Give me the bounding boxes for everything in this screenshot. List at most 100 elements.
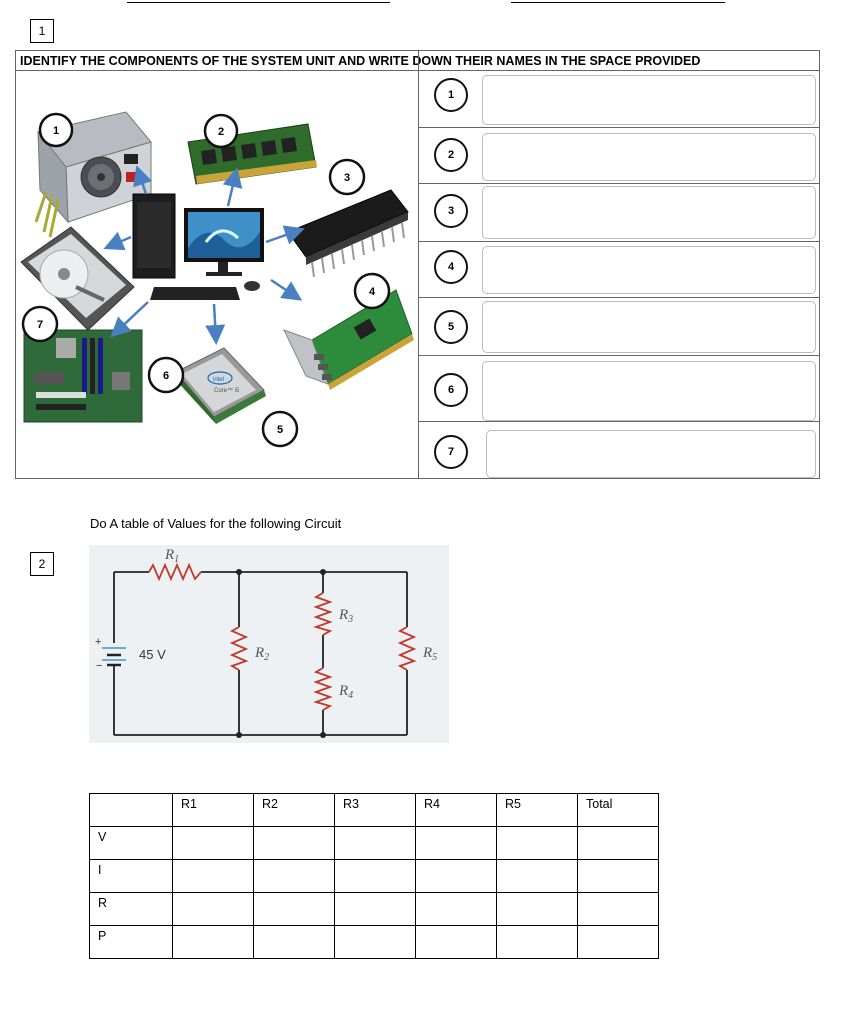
svg-text:7: 7: [37, 319, 43, 331]
circuit-wires: [113, 571, 408, 736]
values-table: R1 R2 R3 R4 R5 Total V I R P: [89, 793, 659, 959]
worksheet-divider: [418, 51, 419, 478]
table-header-cell: Total: [577, 793, 659, 827]
illustration-label-3: 3: [328, 158, 366, 196]
battery-symbol: [102, 647, 126, 667]
r2-label: R2: [254, 645, 269, 663]
source-voltage-label: 45 V: [139, 647, 166, 662]
resistor-r5: [397, 626, 417, 671]
table-cell[interactable]: [577, 892, 659, 926]
component-worksheet: IDENTIFY THE COMPONENTS OF THE SYSTEM UN…: [15, 50, 820, 479]
svg-text:4: 4: [369, 286, 376, 298]
answer-label-1: 1: [434, 78, 468, 112]
illustration-label-7: 7: [21, 305, 59, 343]
svg-text:5: 5: [277, 424, 283, 436]
table-header-cell: R5: [496, 793, 578, 827]
answer-box-4[interactable]: [482, 246, 816, 294]
table-row: V: [89, 826, 659, 860]
row-separator: [419, 241, 819, 242]
table-row: P: [89, 925, 659, 959]
name-line-right: [511, 2, 725, 3]
answer-box-3[interactable]: [482, 186, 816, 239]
pci-card-image: [283, 289, 414, 390]
answer-box-2[interactable]: [482, 133, 816, 181]
cpu-brand-text: intel: [213, 377, 224, 383]
arrows: [103, 165, 305, 345]
name-line-left: [127, 2, 390, 3]
r5-label: R5: [422, 645, 437, 663]
svg-text:6: 6: [163, 370, 169, 382]
table-cell[interactable]: [415, 925, 497, 959]
row-separator: [419, 355, 819, 356]
table-cell[interactable]: [253, 859, 335, 893]
question-2-number: 2: [30, 552, 54, 576]
table-cell[interactable]: [496, 826, 578, 860]
battery-minus: −: [96, 660, 102, 672]
svg-text:1: 1: [53, 125, 59, 137]
row-label: R: [89, 892, 173, 926]
row-separator: [419, 127, 819, 128]
table-row: R: [89, 892, 659, 926]
resistor-r2: [229, 626, 249, 671]
row-label: P: [89, 925, 173, 959]
r1-label: R1: [164, 547, 179, 565]
illustration-label-5: 5: [261, 410, 299, 448]
battery-plus: +: [95, 636, 101, 648]
answer-label-7: 7: [434, 435, 468, 469]
table-cell[interactable]: [253, 826, 335, 860]
table-cell[interactable]: [172, 892, 254, 926]
table-cell[interactable]: [253, 892, 335, 926]
row-separator: [419, 183, 819, 184]
table-cell[interactable]: [334, 859, 416, 893]
svg-text:2: 2: [218, 126, 224, 138]
table-cell[interactable]: [415, 859, 497, 893]
motherboard-image: [23, 329, 143, 423]
question-1-number: 1: [30, 19, 54, 43]
ic-chip-image: [287, 189, 409, 278]
junction-dots: [236, 569, 326, 738]
answer-label-2: 2: [434, 138, 468, 172]
answer-label-6: 6: [434, 373, 468, 407]
table-cell[interactable]: [577, 826, 659, 860]
answer-label-3: 3: [434, 194, 468, 228]
cpu-image: intel Core™ i5: [174, 347, 266, 424]
table-cell[interactable]: [334, 826, 416, 860]
table-cell[interactable]: [172, 826, 254, 860]
svg-text:3: 3: [344, 172, 350, 184]
answer-label-4: 4: [434, 250, 468, 284]
table-header-cell: R2: [253, 793, 335, 827]
answer-box-6[interactable]: [482, 361, 816, 421]
illustration-label-2: 2: [203, 113, 239, 149]
table-cell[interactable]: [334, 892, 416, 926]
hard-drive-image: [20, 226, 135, 331]
table-cell[interactable]: [496, 859, 578, 893]
table-cell[interactable]: [253, 925, 335, 959]
table-cell[interactable]: [577, 925, 659, 959]
cpu-model-text: Core™ i5: [214, 387, 240, 394]
answer-box-1[interactable]: [482, 75, 816, 125]
table-cell[interactable]: [172, 859, 254, 893]
table-cell[interactable]: [334, 925, 416, 959]
row-label: I: [89, 859, 173, 893]
table-cell[interactable]: [496, 925, 578, 959]
table-header-row: R1 R2 R3 R4 R5 Total: [89, 793, 659, 827]
worksheet-title: IDENTIFY THE COMPONENTS OF THE SYSTEM UN…: [16, 51, 819, 71]
desktop-computer-image: [132, 193, 264, 300]
table-row: I: [89, 859, 659, 893]
answer-label-5: 5: [434, 310, 468, 344]
table-cell[interactable]: [496, 892, 578, 926]
resistor-r4: [313, 667, 333, 711]
table-cell[interactable]: [172, 925, 254, 959]
r3-label: R3: [338, 607, 353, 625]
table-cell[interactable]: [415, 826, 497, 860]
answer-box-7[interactable]: [486, 430, 816, 478]
resistor-r3: [313, 592, 333, 636]
illustration-label-4: 4: [353, 272, 391, 310]
illustration-label-6: 6: [147, 356, 185, 394]
table-cell[interactable]: [415, 892, 497, 926]
table-header-cell: R4: [415, 793, 497, 827]
table-cell[interactable]: [577, 859, 659, 893]
answer-box-5[interactable]: [482, 301, 816, 353]
row-separator: [419, 297, 819, 298]
question-2-heading: Do A table of Values for the following C…: [90, 516, 342, 531]
